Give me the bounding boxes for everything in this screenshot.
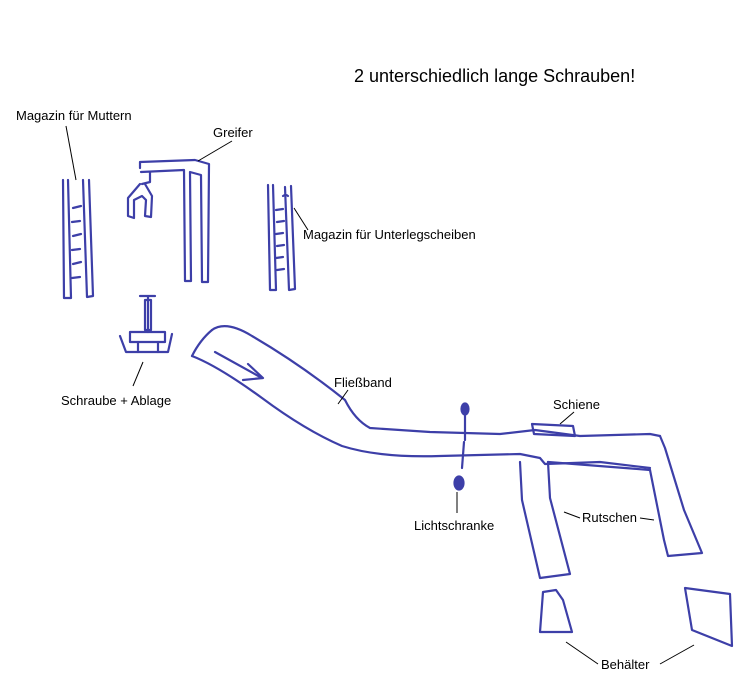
rail-shape xyxy=(530,422,577,438)
screw-tray-shape xyxy=(118,294,174,354)
label-rail: Schiene xyxy=(553,397,600,412)
chutes-shape xyxy=(518,434,704,580)
label-washer-magazine: Magazin für Unterlegscheiben xyxy=(303,227,476,242)
gripper-shape xyxy=(126,158,211,284)
label-containers: Behälter xyxy=(601,657,650,672)
light-barrier-shape xyxy=(453,402,470,491)
conveyor-shape xyxy=(190,325,662,470)
label-light-barrier: Lichtschranke xyxy=(414,518,495,533)
nut-magazine-shape xyxy=(61,178,95,300)
containers-shape xyxy=(538,586,734,648)
label-chutes: Rutschen xyxy=(582,510,637,525)
arrow-right-icon xyxy=(213,350,265,382)
label-nut-magazine: Magazin für Muttern xyxy=(16,108,132,123)
leader-lines xyxy=(65,125,695,665)
label-gripper: Greifer xyxy=(213,125,253,140)
washer-magazine-shape xyxy=(266,183,297,292)
label-screw-tray: Schraube + Ablage xyxy=(61,393,172,408)
label-conveyor: Fließband xyxy=(334,375,392,390)
diagram-title: 2 unterschiedlich lange Schrauben! xyxy=(354,66,636,86)
